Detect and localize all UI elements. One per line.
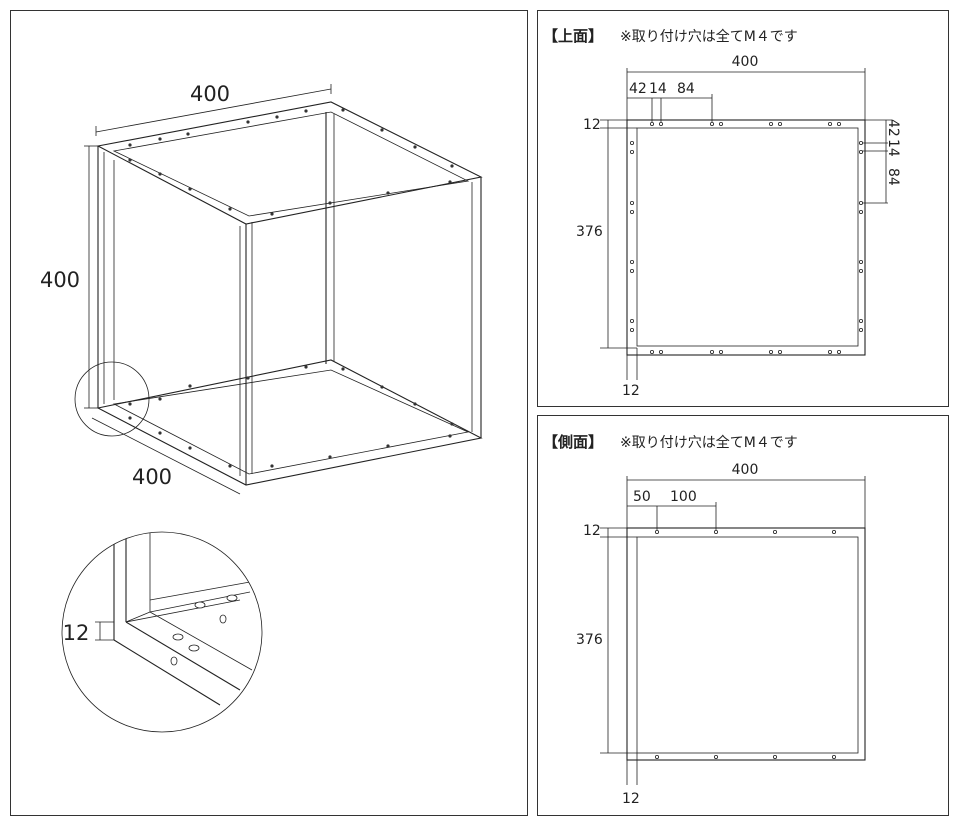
side-view-heading: 【側面】 bbox=[543, 433, 603, 451]
side-view-drawing bbox=[600, 476, 866, 785]
side-view-inner-height: 376 bbox=[576, 632, 603, 648]
magnify-circle bbox=[74, 361, 150, 437]
top-view-frame-bottom: 12 bbox=[622, 383, 640, 399]
side-view-holes bbox=[655, 530, 837, 760]
detail-view bbox=[95, 532, 253, 706]
iso-height-label: 400 bbox=[40, 268, 80, 292]
top-view-hole-c: 84 bbox=[677, 81, 695, 97]
iso-bottom-holes bbox=[128, 365, 454, 468]
top-view-right-b: 14 bbox=[885, 139, 901, 157]
side-view-hole-b: 100 bbox=[670, 489, 697, 505]
side-view-width-label: 400 bbox=[732, 462, 759, 478]
top-view-heading: 【上面】 bbox=[543, 27, 603, 45]
top-view-note: ※取り付け穴は全てM４です bbox=[620, 28, 798, 45]
top-view-inner-height: 376 bbox=[576, 224, 603, 240]
side-view-hole-a: 50 bbox=[633, 489, 651, 505]
detail-circle bbox=[61, 531, 263, 733]
iso-top-holes bbox=[128, 108, 454, 216]
top-view-panel bbox=[537, 10, 949, 407]
top-view-hole-a: 42 bbox=[629, 81, 647, 97]
iso-panel bbox=[10, 10, 528, 816]
iso-width-label: 400 bbox=[190, 82, 230, 106]
detail-frame-label: 12 bbox=[63, 621, 90, 645]
iso-frame-drawing bbox=[74, 84, 483, 495]
side-view-note: ※取り付け穴は全てM４です bbox=[620, 434, 798, 451]
top-view-width-label: 400 bbox=[732, 54, 759, 70]
top-view-holes bbox=[630, 122, 864, 354]
top-view-drawing bbox=[600, 68, 892, 380]
top-view-right-c: 84 bbox=[885, 168, 901, 186]
side-view-frame-bottom: 12 bbox=[622, 791, 640, 807]
side-view-panel bbox=[537, 415, 949, 816]
top-view-right-a: 42 bbox=[885, 119, 901, 137]
side-view-frame-top: 12 bbox=[583, 523, 601, 539]
top-view-frame-top: 12 bbox=[583, 117, 601, 133]
top-view-hole-b: 14 bbox=[649, 81, 667, 97]
iso-depth-label: 400 bbox=[132, 465, 172, 489]
